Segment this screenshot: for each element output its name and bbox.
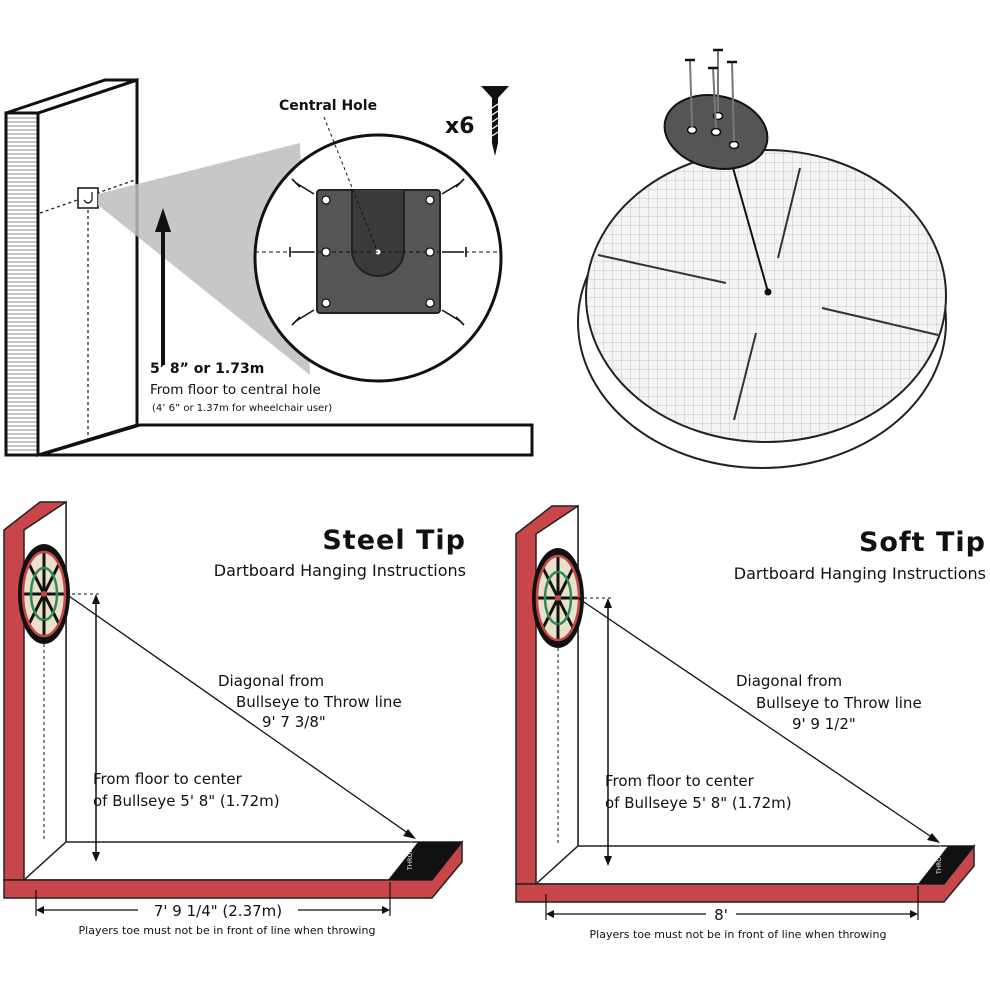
steel-diagonal-line1: Diagonal from: [218, 672, 324, 690]
steel-distance: 7' 9 1/4" (2.37m): [154, 902, 282, 920]
steel-tip-panel: THROW LINE Steel Tip D: [3, 500, 466, 937]
steel-throw-line: [388, 842, 462, 880]
steel-diagonal-arrow: [403, 829, 416, 839]
board-back-panel: [577, 48, 947, 469]
soft-diagonal-value: 9' 9 1/2": [792, 715, 856, 733]
height-wheelchair: (4’ 6” or 1.37m for wheelchair user): [152, 403, 332, 414]
soft-floor-edge: [515, 843, 975, 903]
mount-plate-small: [77, 187, 99, 209]
wall-mount-panel: Central Hole x6 5’ 8” or 1.73m From floo…: [4, 77, 534, 458]
steel-throw-line-label: THROW LINE: [407, 831, 414, 871]
steel-note: Players toe must not be in front of line…: [79, 924, 376, 937]
board-center-hole: [764, 288, 772, 296]
soft-floor: [534, 845, 976, 885]
steel-diagonal-value: 9' 7 3/8": [262, 713, 326, 731]
soft-floor-line2: of Bullseye 5' 8" (1.72m): [605, 794, 792, 812]
soft-diagonal-arrow: [927, 833, 940, 843]
soft-dartboard: [532, 548, 584, 648]
steel-dartboard: [18, 544, 70, 644]
height-desc: From floor to central hole: [150, 382, 321, 398]
steel-title: Steel Tip: [322, 525, 466, 556]
board-back: [585, 149, 947, 443]
steel-floor-edge: [3, 839, 463, 899]
steel-diagonal-line2: Bullseye to Throw line: [236, 693, 402, 711]
screw-icon: [481, 86, 509, 156]
soft-floor-line1: From floor to center: [605, 772, 755, 790]
plate-holes: [321, 195, 435, 308]
arrow-up-icon: [155, 208, 171, 232]
wall-top: [5, 78, 138, 115]
screw-count: x6: [445, 114, 475, 139]
mount-screws: [689, 50, 735, 142]
soft-diagonal-line2: Bullseye to Throw line: [756, 694, 922, 712]
soft-throw-line-label: THROW LINE: [936, 835, 943, 875]
soft-note: Players toe must not be in front of line…: [590, 928, 887, 941]
steel-floor-line1: From floor to center: [93, 770, 243, 788]
soft-tip-panel: THROW LINE Soft Tip Dartboard Hanging In…: [515, 504, 986, 941]
screws: [289, 178, 467, 326]
steel-subtitle: Dartboard Hanging Instructions: [214, 561, 466, 580]
mount-screw-heads: [685, 48, 737, 70]
central-hole-label: Central Hole: [279, 98, 377, 114]
mount-slot: [351, 190, 405, 277]
board-back-slots: [597, 167, 939, 421]
magnify-cone: [98, 143, 310, 375]
wall-edge: [4, 111, 40, 457]
soft-subtitle: Dartboard Hanging Instructions: [734, 564, 986, 583]
soft-distance: 8': [714, 906, 728, 924]
height-main: 5’ 8” or 1.73m: [150, 361, 264, 377]
soft-throw-line: [918, 846, 974, 884]
soft-diagonal-line1: Diagonal from: [736, 672, 842, 690]
steel-floor-line2: of Bullseye 5' 8" (1.72m): [93, 792, 280, 810]
soft-title: Soft Tip: [859, 527, 986, 558]
